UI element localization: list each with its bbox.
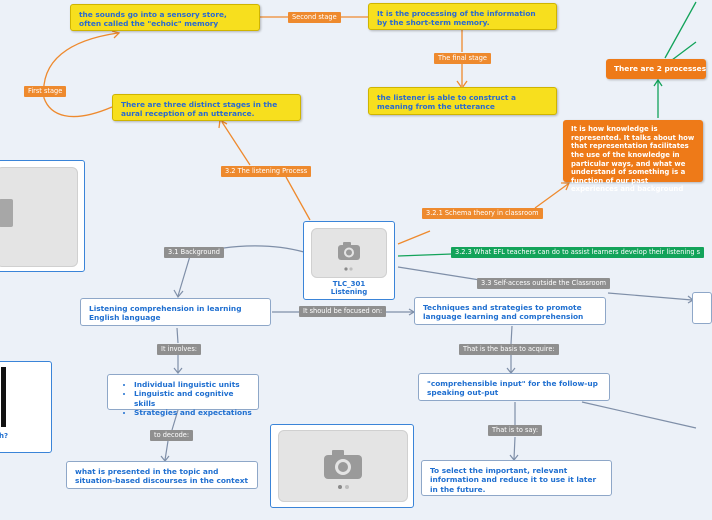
comprehensible-input-node[interactable]: "comprehensible input" for the follow-up… (418, 373, 610, 401)
three-stages-node[interactable]: There are three distinct stages in the a… (112, 94, 301, 121)
listening-comprehension-text: Listening comprehension in learning Engl… (89, 304, 242, 323)
bullet-list: Individual linguistic units Linguistic a… (112, 380, 254, 417)
sensory-store-text: the sounds go into a sensory store, ofte… (79, 10, 227, 29)
techniques-node[interactable]: Techniques and strategies to promote lan… (414, 297, 606, 325)
bullet-item: Linguistic and cognitive skills (134, 389, 254, 408)
left-lower-text: h? (0, 432, 9, 440)
label-involves[interactable]: It involves: (157, 344, 202, 356)
center-title-line-1: TLC_301 (332, 280, 366, 288)
label-basis[interactable]: That is the basis to acquire: (459, 344, 559, 356)
label-second-stage[interactable]: Second stage (288, 12, 341, 24)
self-access-target-node[interactable] (692, 292, 712, 324)
three-stages-text: There are three distinct stages in the a… (121, 100, 278, 119)
label-focused-on[interactable]: It should be focused on: (299, 306, 387, 318)
label-schema-theory[interactable]: 3.2.1 Schema theory in classroom (422, 208, 543, 220)
listening-comprehension-node[interactable]: Listening comprehension in learning Engl… (80, 298, 271, 326)
lower-image-placeholder (278, 430, 408, 502)
bullets-node[interactable]: Individual linguistic units Linguistic a… (107, 374, 259, 417)
lower-image-node[interactable] (270, 424, 414, 508)
connector-lines (43, 1, 697, 462)
bullet-item: Strategies and expectations (134, 408, 254, 417)
schema-definition-text: It is how knowledge is represented. It t… (571, 125, 695, 194)
sensory-store-node[interactable]: the sounds go into a sensory store, ofte… (70, 4, 260, 31)
left-image-icon (0, 199, 13, 227)
camera-icon-2 (324, 450, 362, 489)
center-title: TLC_301 Listening (304, 280, 394, 297)
label-self-access[interactable]: 3.3 Self-access outside the Classroom (477, 278, 611, 290)
label-final-stage[interactable]: The final stage (434, 53, 491, 65)
two-processes-node[interactable]: There are 2 processes (606, 59, 706, 79)
label-to-decode[interactable]: to decode: (150, 430, 194, 442)
left-image-placeholder (0, 167, 78, 267)
what-presented-node[interactable]: what is presented in the topic and situa… (66, 461, 258, 489)
techniques-text: Techniques and strategies to promote lan… (423, 303, 584, 322)
label-listening-process[interactable]: 3.2 The listening Process (221, 166, 312, 178)
center-title-line-2: Listening (330, 288, 368, 297)
listener-text: the listener is able to construct a mean… (377, 93, 517, 112)
bullet-item: Individual linguistic units (134, 380, 254, 389)
what-presented-text: what is presented in the topic and situa… (75, 467, 249, 486)
short-term-node[interactable]: It is the processing of the information … (368, 3, 557, 30)
two-processes-text: There are 2 processes (614, 64, 707, 73)
select-info-text: To select the important, relevant inform… (430, 466, 597, 494)
center-topic-node[interactable]: TLC_301 Listening (303, 221, 395, 300)
left-lower-image (1, 367, 6, 427)
short-term-text: It is the processing of the information … (377, 9, 536, 28)
left-image-node[interactable] (0, 160, 85, 272)
select-info-node[interactable]: To select the important, relevant inform… (421, 460, 612, 496)
schema-definition-node[interactable]: It is how knowledge is represented. It t… (563, 120, 703, 193)
comprehensible-input-text: "comprehensible input" for the follow-up… (427, 379, 598, 398)
label-first-stage[interactable]: First stage (24, 86, 67, 98)
image-placeholder (311, 228, 387, 278)
camera-icon (338, 242, 360, 271)
label-background[interactable]: 3.1 Background (164, 247, 224, 259)
listener-node[interactable]: the listener is able to construct a mean… (368, 87, 557, 115)
left-lower-node[interactable]: h? (0, 361, 52, 453)
label-efl-teachers[interactable]: 3.2.3 What EFL teachers can do to assist… (451, 247, 705, 259)
label-that-is[interactable]: That is to say: (488, 425, 543, 437)
